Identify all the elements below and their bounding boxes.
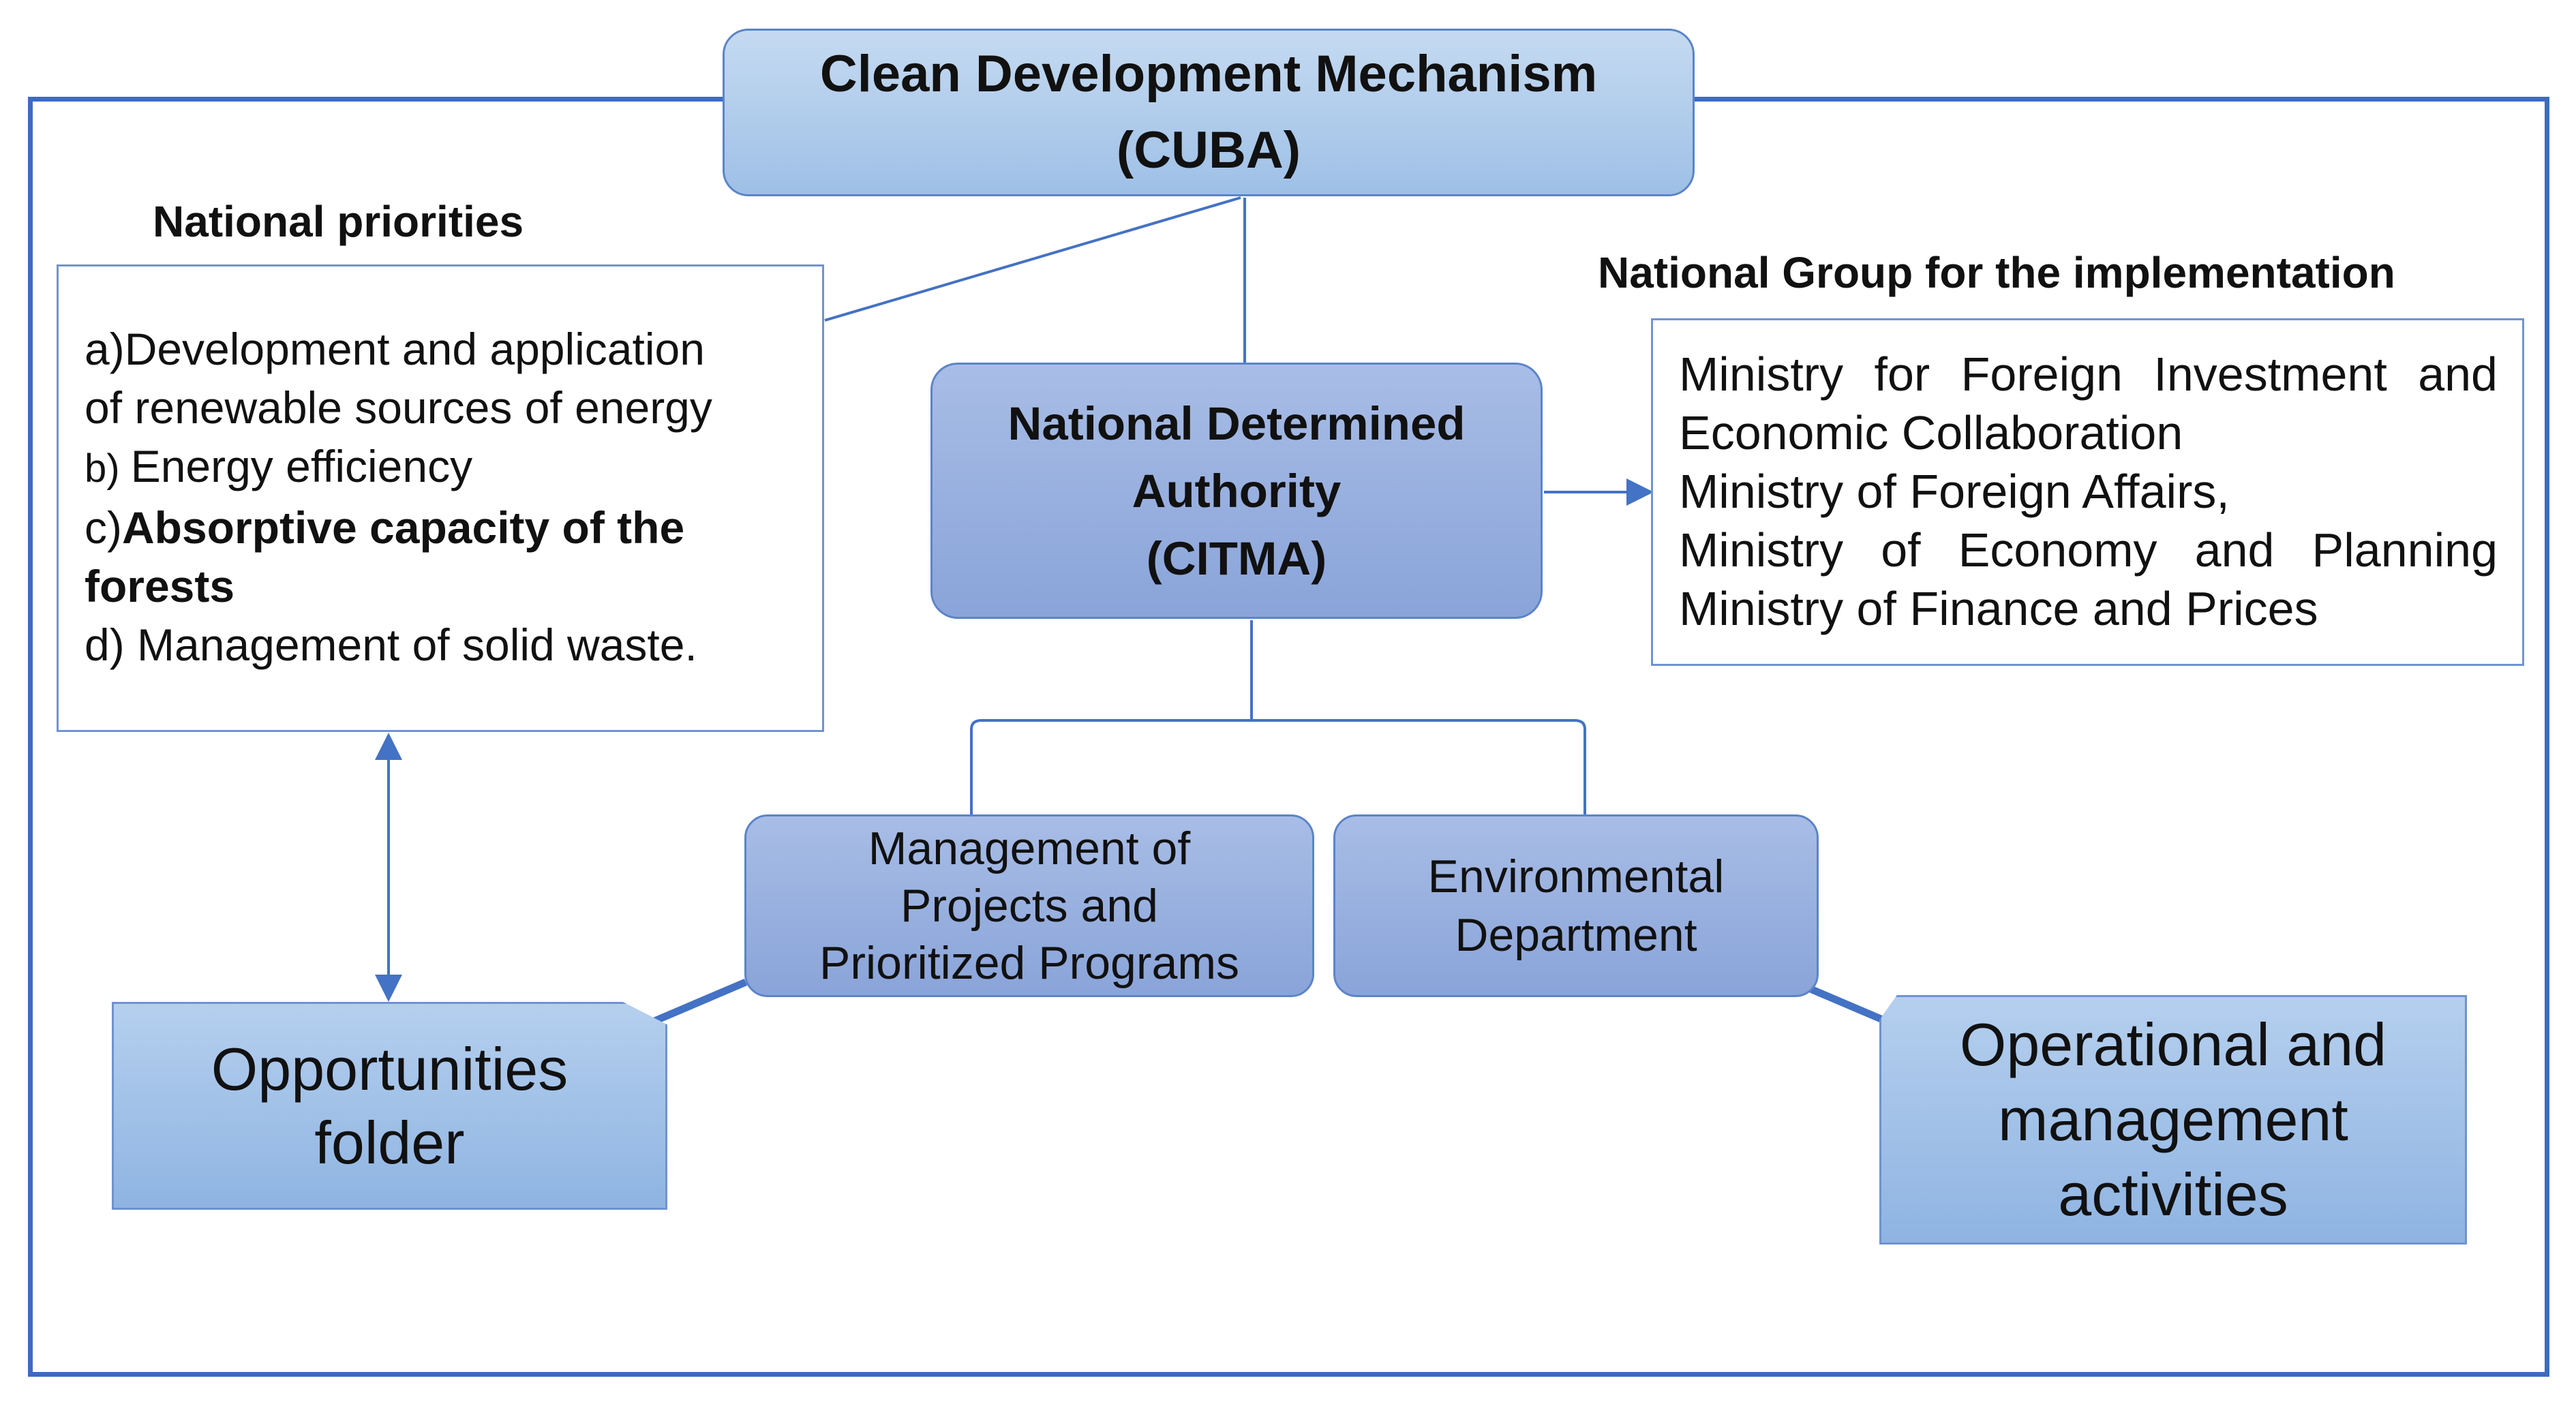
environmental-line1: Environmental bbox=[1427, 851, 1725, 902]
priority-line: of renewable sources of energy bbox=[85, 382, 712, 433]
opportunities-line1: Opportunities bbox=[211, 1035, 569, 1103]
management-line2: Projects and bbox=[900, 880, 1158, 932]
opportunities-line2: folder bbox=[314, 1108, 465, 1176]
operational-line2: management bbox=[1998, 1086, 2348, 1153]
operational-line3: activities bbox=[2058, 1161, 2288, 1228]
priority-line: a)Development and application bbox=[85, 324, 705, 374]
operational-line1: Operational and bbox=[1959, 1011, 2387, 1078]
environmental-line2: Department bbox=[1455, 909, 1697, 961]
priority-line: d) Management of solid waste. bbox=[85, 620, 697, 670]
management-line3: Prioritized Programs bbox=[819, 937, 1239, 989]
cdm-title-line1: Clean Development Mechanism bbox=[819, 45, 1598, 103]
priority-line: b) Energy efficiency bbox=[85, 441, 473, 491]
connector-env-to-operational bbox=[1808, 985, 1896, 1028]
national-priorities-box: a)Development and application of renewab… bbox=[57, 264, 824, 732]
connector-cdm-to-priorities bbox=[824, 196, 1241, 322]
cdm-title-box: Clean Development Mechanism (CUBA) bbox=[723, 29, 1695, 196]
nda-line1: National Determined bbox=[1007, 397, 1466, 450]
connector-nda-to-branches bbox=[970, 620, 1586, 814]
cdm-title-line2: (CUBA) bbox=[1116, 121, 1301, 179]
group-member-line: Ministry for Foreign Investment and bbox=[1679, 348, 2498, 401]
national-determined-authority-box: National Determined Authority (CITMA) bbox=[930, 363, 1543, 619]
group-member-line: Ministry of Foreign Affairs, bbox=[1679, 465, 2230, 518]
connector-mgmt-to-opportunities bbox=[651, 978, 748, 1026]
priority-line: c)Absorptive capacity of the bbox=[85, 502, 685, 553]
operational-activities-box: Operational and management activities bbox=[1879, 995, 2467, 1245]
national-priorities-heading: National priorities bbox=[153, 197, 524, 246]
group-member-line: Ministry of Finance and Prices bbox=[1679, 582, 2318, 635]
national-group-heading: National Group for the implementation bbox=[1598, 248, 2395, 297]
group-member-line: Economic Collaboration bbox=[1679, 406, 2183, 459]
environmental-department-box: Environmental Department bbox=[1333, 814, 1819, 997]
management-projects-box: Management of Projects and Prioritized P… bbox=[744, 814, 1314, 997]
opportunities-folder-box: Opportunities folder bbox=[112, 1002, 667, 1210]
nda-line3: (CITMA) bbox=[1146, 532, 1327, 585]
management-line1: Management of bbox=[868, 823, 1191, 874]
nda-line2: Authority bbox=[1132, 464, 1342, 517]
group-member-line: Ministry of Economy and Planning bbox=[1679, 523, 2498, 577]
national-group-box: Ministry for Foreign Investment and Econ… bbox=[1651, 318, 2524, 666]
priority-line: forests bbox=[85, 561, 235, 611]
